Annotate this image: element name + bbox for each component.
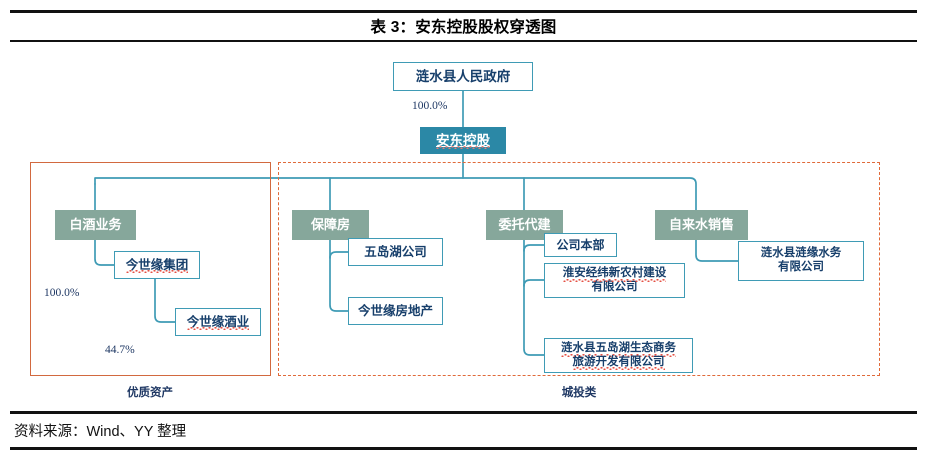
title-underline-rule xyxy=(10,40,917,42)
node-segment-weituodaijian[interactable]: 委托代建 xyxy=(486,210,563,240)
top-rule xyxy=(10,10,917,13)
node-county-government[interactable]: 涟水县人民政府 xyxy=(393,62,533,91)
connector-lines xyxy=(94,90,739,356)
group-caption-left: 优质资产 xyxy=(127,387,173,399)
node-label-line2: 旅游开发有限公司 xyxy=(572,355,665,370)
node-label-line1: 淮安经纬新农村建设 xyxy=(562,266,667,282)
group-frame-quality-assets xyxy=(30,162,271,376)
node-label: 公司本部 xyxy=(556,237,605,252)
node-label-line2: 有限公司 xyxy=(778,261,824,273)
org-chart-canvas: 优质资产 城投类 涟水县人民政府 100.0% 安东控股 白酒业务 100.0%… xyxy=(0,44,927,410)
node-company-headquarters[interactable]: 公司本部 xyxy=(544,233,617,257)
node-label: 五岛湖公司 xyxy=(364,244,427,259)
node-label: 今世缘酒业 xyxy=(186,314,250,331)
node-label: 今世缘集团 xyxy=(125,257,189,274)
page-title: 表 3：安东控股股权穿透图 xyxy=(370,19,557,36)
pct-government-to-holding: 100.0% xyxy=(412,100,448,112)
node-label: 今世缘房地产 xyxy=(357,303,433,318)
node-huaian-jingwei[interactable]: 淮安经纬新农村建设 有限公司 xyxy=(544,263,685,298)
node-label: 保障房 xyxy=(310,217,350,233)
node-segment-tapwater-sales[interactable]: 自来水销售 xyxy=(655,210,748,240)
footer-top-rule xyxy=(10,411,917,414)
node-lianshui-wudaohu-tourism[interactable]: 涟水县五岛湖生态商务 旅游开发有限公司 xyxy=(544,338,693,373)
node-jinshiyuan-real-estate[interactable]: 今世缘房地产 xyxy=(348,297,443,325)
node-label-line1: 涟水县涟缘水务 xyxy=(760,247,842,260)
node-segment-baijiu[interactable]: 白酒业务 xyxy=(55,210,136,240)
group-caption-right: 城投类 xyxy=(561,387,597,399)
group-frame-urban-investment xyxy=(278,162,880,376)
node-jinshiyuan-jiuye[interactable]: 今世缘酒业 xyxy=(175,308,261,336)
node-label: 涟水县人民政府 xyxy=(415,68,511,84)
node-label-line1: 涟水县五岛湖生态商务 xyxy=(561,341,676,357)
node-jinshiyuan-group[interactable]: 今世缘集团 xyxy=(114,251,200,279)
node-segment-baozhangfang[interactable]: 保障房 xyxy=(292,210,369,240)
node-andong-holding[interactable]: 安东控股 xyxy=(420,127,506,154)
node-label: 白酒业务 xyxy=(69,217,122,233)
pct-group-to-jinshiyuan-jiuye: 44.7% xyxy=(105,344,135,356)
pct-baijiu-to-jinshiyuan-group: 100.0% xyxy=(44,287,80,299)
source-note: 资料来源：Wind、YY 整理 xyxy=(14,423,187,440)
node-label-line2: 有限公司 xyxy=(591,280,638,293)
node-label: 自来水销售 xyxy=(668,217,734,233)
node-wudaohu-company[interactable]: 五岛湖公司 xyxy=(348,238,443,266)
footer-bottom-rule xyxy=(10,447,917,450)
node-lianyuan-water-company[interactable]: 涟水县涟缘水务 有限公司 xyxy=(738,241,864,281)
node-label: 委托代建 xyxy=(498,217,551,233)
node-label: 安东控股 xyxy=(436,132,490,150)
